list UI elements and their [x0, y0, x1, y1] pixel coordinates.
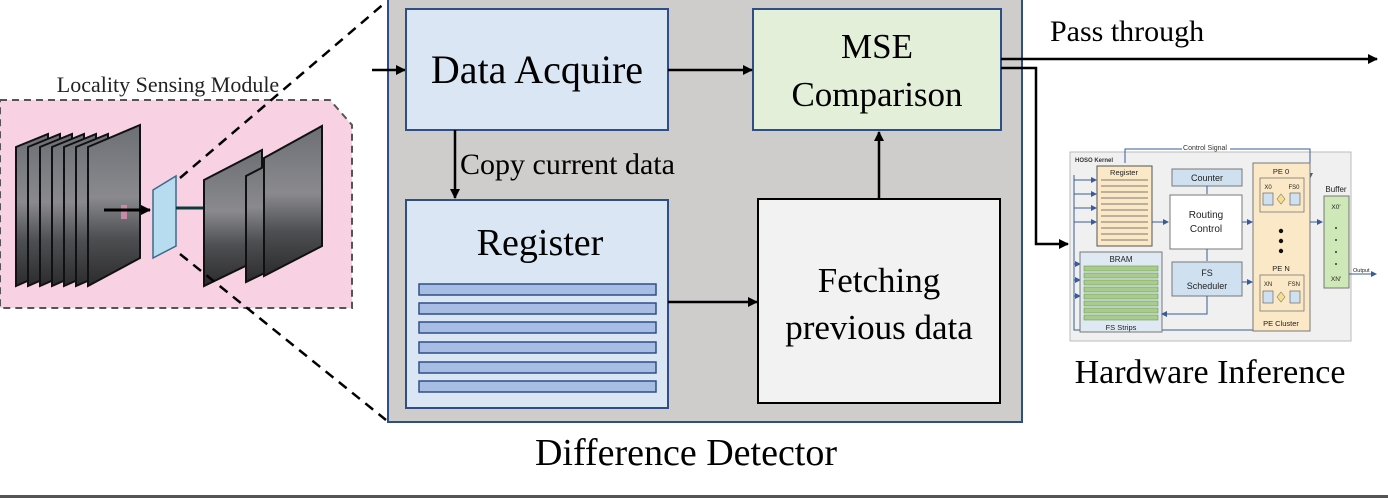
hw-scheduler-label-line2: Scheduler — [1187, 281, 1228, 291]
mse-comparison-box — [752, 8, 1002, 131]
register-strip — [418, 302, 657, 315]
hw-buffer-label: Buffer — [1325, 185, 1347, 194]
register-strip — [418, 321, 657, 334]
register-label: Register — [477, 222, 604, 264]
hw-x0p-label: X0' — [1331, 204, 1340, 211]
kernel-title: HOSO Kernel — [1075, 158, 1113, 164]
hw-fs0-cell — [1289, 192, 1301, 206]
hw-counter-label: Counter — [1191, 173, 1223, 183]
pe-ellipsis-dot — [1278, 248, 1284, 254]
fetching-label-line1: Fetching — [818, 261, 940, 300]
register-strip — [418, 361, 657, 374]
hw-register-block — [1096, 165, 1153, 247]
hw-routing-block — [1169, 194, 1243, 250]
register-strip — [418, 380, 657, 393]
mse-label-line1: MSE — [841, 27, 913, 66]
output-frame-stack — [203, 124, 323, 288]
detector-caption: Difference Detector — [535, 432, 837, 474]
hw-x0-label: X0 — [1264, 185, 1272, 191]
copy-current-data-label: Copy current data — [460, 148, 675, 181]
pedestrian-figure — [121, 205, 127, 219]
buffer-ellipsis-dot — [1335, 239, 1337, 241]
input-frame-stack — [15, 123, 141, 288]
difference-detector: Data Acquire MSE Comparison Copy current… — [372, 0, 1023, 474]
hw-fs-strip-bars — [1083, 265, 1159, 321]
hw-register-rows — [1101, 179, 1148, 241]
hw-scheduler-label-line1: FS — [1201, 268, 1213, 278]
hw-fsn-cell — [1289, 290, 1301, 304]
filter-plate — [152, 174, 177, 260]
pe-ellipsis-dot — [1278, 238, 1284, 244]
pe-ellipsis-dot — [1278, 228, 1284, 234]
hw-xnp-label: XN' — [1331, 276, 1341, 283]
hw-fsn-label: FSN — [1288, 282, 1300, 288]
hw-scheduler-block — [1171, 261, 1243, 297]
hw-pen-op-icon — [1276, 291, 1286, 303]
hw-xn-label: XN — [1264, 282, 1272, 288]
hw-pe0-label: PE 0 — [1273, 167, 1289, 176]
to-hardware-arrow — [1001, 66, 1069, 249]
fetching-label-line2: previous data — [785, 308, 973, 347]
register-strip — [418, 341, 657, 354]
locality-sensing-module: Locality Sensing Module — [0, 72, 353, 309]
zoom-line-top — [179, 1, 387, 179]
hw-pe-cluster-label: PE Cluster — [1263, 319, 1299, 328]
hardware-caption: Hardware Inference — [1075, 354, 1346, 391]
hw-register-label: Register — [1110, 168, 1138, 177]
pass-through-label: Pass through — [1050, 15, 1204, 48]
buffer-ellipsis-dot — [1335, 227, 1337, 229]
hw-output-label: Output — [1353, 268, 1370, 274]
fetching-box — [757, 198, 1001, 404]
control-signal-line — [1124, 148, 1182, 163]
output-frame — [263, 124, 323, 278]
module-title: Locality Sensing Module — [57, 72, 279, 97]
mse-label-line2: Comparison — [791, 75, 962, 114]
buffer-ellipsis-dot — [1335, 251, 1337, 253]
bottom-divider — [0, 495, 1388, 498]
hw-fs-strips-label: FS Strips — [1106, 323, 1137, 332]
buffer-ellipsis-dot — [1335, 263, 1337, 265]
hw-x0-cell — [1262, 192, 1274, 206]
hw-routing-label-line1: Routing — [1189, 210, 1223, 221]
hardware-inference: HOSO Kernel Control Signal Register — [1069, 145, 1377, 391]
data-acquire-label: Data Acquire — [431, 47, 643, 92]
register-strip — [418, 283, 657, 296]
input-frame — [87, 123, 141, 288]
hw-pe0-op-icon — [1276, 193, 1286, 205]
hw-buffer-block — [1323, 195, 1350, 289]
scheduler-to-bram-line — [1161, 296, 1208, 317]
control-signal-label: Control Signal — [1183, 145, 1227, 152]
register-strips — [418, 283, 657, 393]
hw-xn-cell — [1262, 290, 1274, 304]
hw-fs0-label: FS0 — [1288, 185, 1300, 191]
hw-routing-label-line2: Control — [1190, 224, 1222, 235]
hw-pen-label: PE N — [1272, 264, 1290, 273]
input-bus — [1073, 175, 1262, 331]
hw-bram-label: BRAM — [1109, 255, 1132, 264]
